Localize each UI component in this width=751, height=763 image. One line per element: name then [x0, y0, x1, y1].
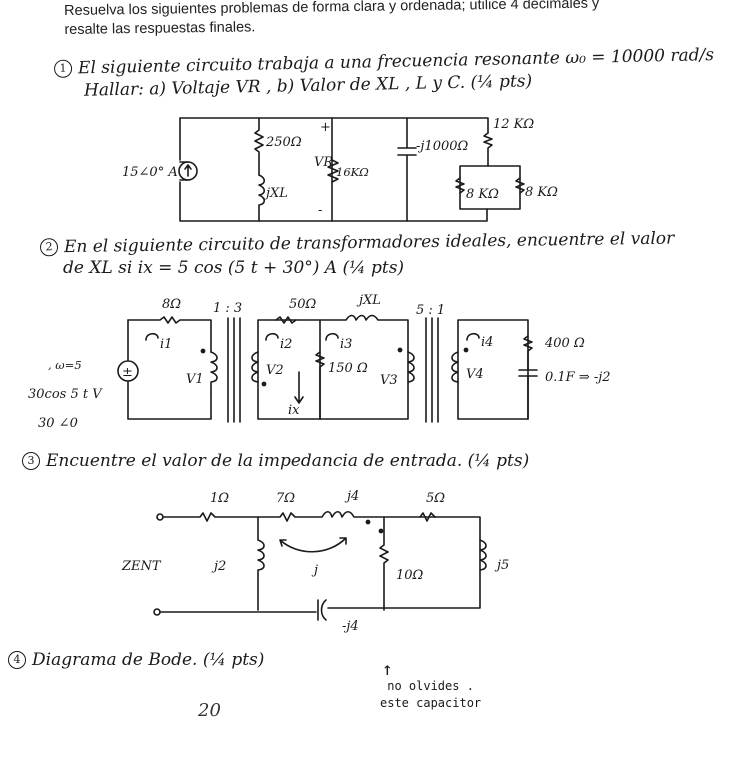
terminal-top — [156, 513, 164, 521]
capacitor-note: ↑ no olvides . este capacitor — [380, 659, 482, 712]
c1-minus-label: - — [318, 203, 322, 218]
i1-arrow — [145, 332, 159, 341]
problem-4-text: Diagrama de Bode. (¼ pts) — [32, 650, 265, 670]
circuit-1: 15∠0° A 250Ω jXL + VR - 16KΩ -j1000Ω 12 … — [122, 117, 558, 222]
c1-r16k-label: 16KΩ — [336, 165, 369, 179]
dot-6 — [378, 528, 384, 534]
c1-vr-label: VR — [314, 155, 333, 170]
c1-r8k-b-label: 8 KΩ — [525, 185, 558, 200]
c2-v2-label: V2 — [266, 363, 284, 378]
c1-cap-label: -j1000Ω — [416, 139, 469, 154]
c1-jxl-label: jXL — [263, 186, 288, 201]
c2-src2-label: 30 ∠0 — [38, 416, 78, 431]
c2-r400-label: 400 Ω — [544, 336, 585, 351]
c3-j5-label: j5 — [494, 558, 509, 573]
voltage-source-2 — [117, 360, 139, 382]
dot-1 — [200, 348, 206, 354]
problem-4-statement: 4 Diagrama de Bode. (¼ pts) — [8, 650, 264, 670]
c2-ratio2-label: 5 : 1 — [416, 303, 445, 318]
score-mark: 20 — [198, 700, 221, 721]
c1-r8k-a-label: 8 KΩ — [466, 187, 499, 202]
c2-i4-label: i4 — [481, 335, 493, 350]
c3-j2-label: j2 — [211, 559, 226, 574]
c3-j-label: j — [311, 563, 318, 578]
circuit-3: 1Ω 7Ω j4 5Ω ZENT j2 j 10Ω j5 -j4 — [121, 489, 509, 634]
i4-arrow — [466, 332, 480, 341]
problem-4-number: 4 — [8, 651, 26, 669]
c2-r150-label: 150 Ω — [328, 361, 368, 376]
c2-v3-label: V3 — [380, 373, 398, 388]
c3-r5-label: 5Ω — [426, 491, 445, 506]
dot-3 — [397, 347, 403, 353]
dot-5 — [365, 519, 371, 525]
c1-r12k-label: 12 KΩ — [493, 117, 534, 132]
c2-src1-label: 30cos 5 t V — [28, 387, 103, 402]
c1-plus-label: + — [320, 120, 331, 135]
c2-cap-label: 0.1F ⇒ -j2 — [545, 370, 611, 385]
c3-capj4-label: -j4 — [342, 619, 359, 634]
circuit-2: ± 8Ω 1 : 3 50Ω jXL 5 : — [28, 293, 611, 431]
c2-omega-label: , ω=5 — [48, 358, 82, 372]
c3-r10-label: 10Ω — [396, 568, 424, 583]
c2-r50-label: 50Ω — [289, 297, 317, 312]
note-line-2: este capacitor — [380, 696, 482, 710]
c3-r7-label: 7Ω — [276, 491, 295, 506]
c2-i2-label: i2 — [280, 337, 292, 352]
c2-ratio1-label: 1 : 3 — [213, 301, 242, 316]
problem-2-question: de XL si ix = 5 cos (5 t + 30°) A (¼ pts… — [63, 258, 405, 278]
problem-3-statement: 3 Encuentre el valor de la impedancia de … — [22, 451, 529, 471]
c1-r250-label: 250Ω — [265, 135, 302, 150]
c2-ix-label: ix — [288, 403, 300, 418]
c2-source-sign: ± — [122, 365, 133, 380]
note-arrow: ↑ — [382, 659, 393, 680]
c2-jxl-label: jXL — [356, 293, 381, 308]
dot-2 — [261, 381, 267, 387]
i2-arrow — [265, 332, 279, 341]
c2-r8-label: 8Ω — [162, 297, 181, 312]
c3-r1-label: 1Ω — [210, 491, 229, 506]
note-line-1: no olvides . — [387, 679, 474, 693]
dot-4 — [463, 347, 469, 353]
problem-3-number: 3 — [22, 452, 40, 470]
c2-v4-label: V4 — [466, 367, 484, 382]
ix-arrow — [294, 371, 304, 404]
c2-i3-label: i3 — [340, 337, 352, 352]
c3-j4-label: j4 — [344, 489, 359, 504]
i3-arrow — [325, 332, 339, 341]
c1-source-label: 15∠0° A — [122, 165, 178, 180]
problem-3-text: Encuentre el valor de la impedancia de e… — [46, 451, 530, 471]
c2-v1-label: V1 — [186, 372, 204, 387]
terminal-bottom — [153, 608, 161, 616]
c3-zent-label: ZENT — [121, 559, 162, 574]
coupling-arrow — [279, 537, 347, 553]
c2-i1-label: i1 — [160, 337, 172, 352]
